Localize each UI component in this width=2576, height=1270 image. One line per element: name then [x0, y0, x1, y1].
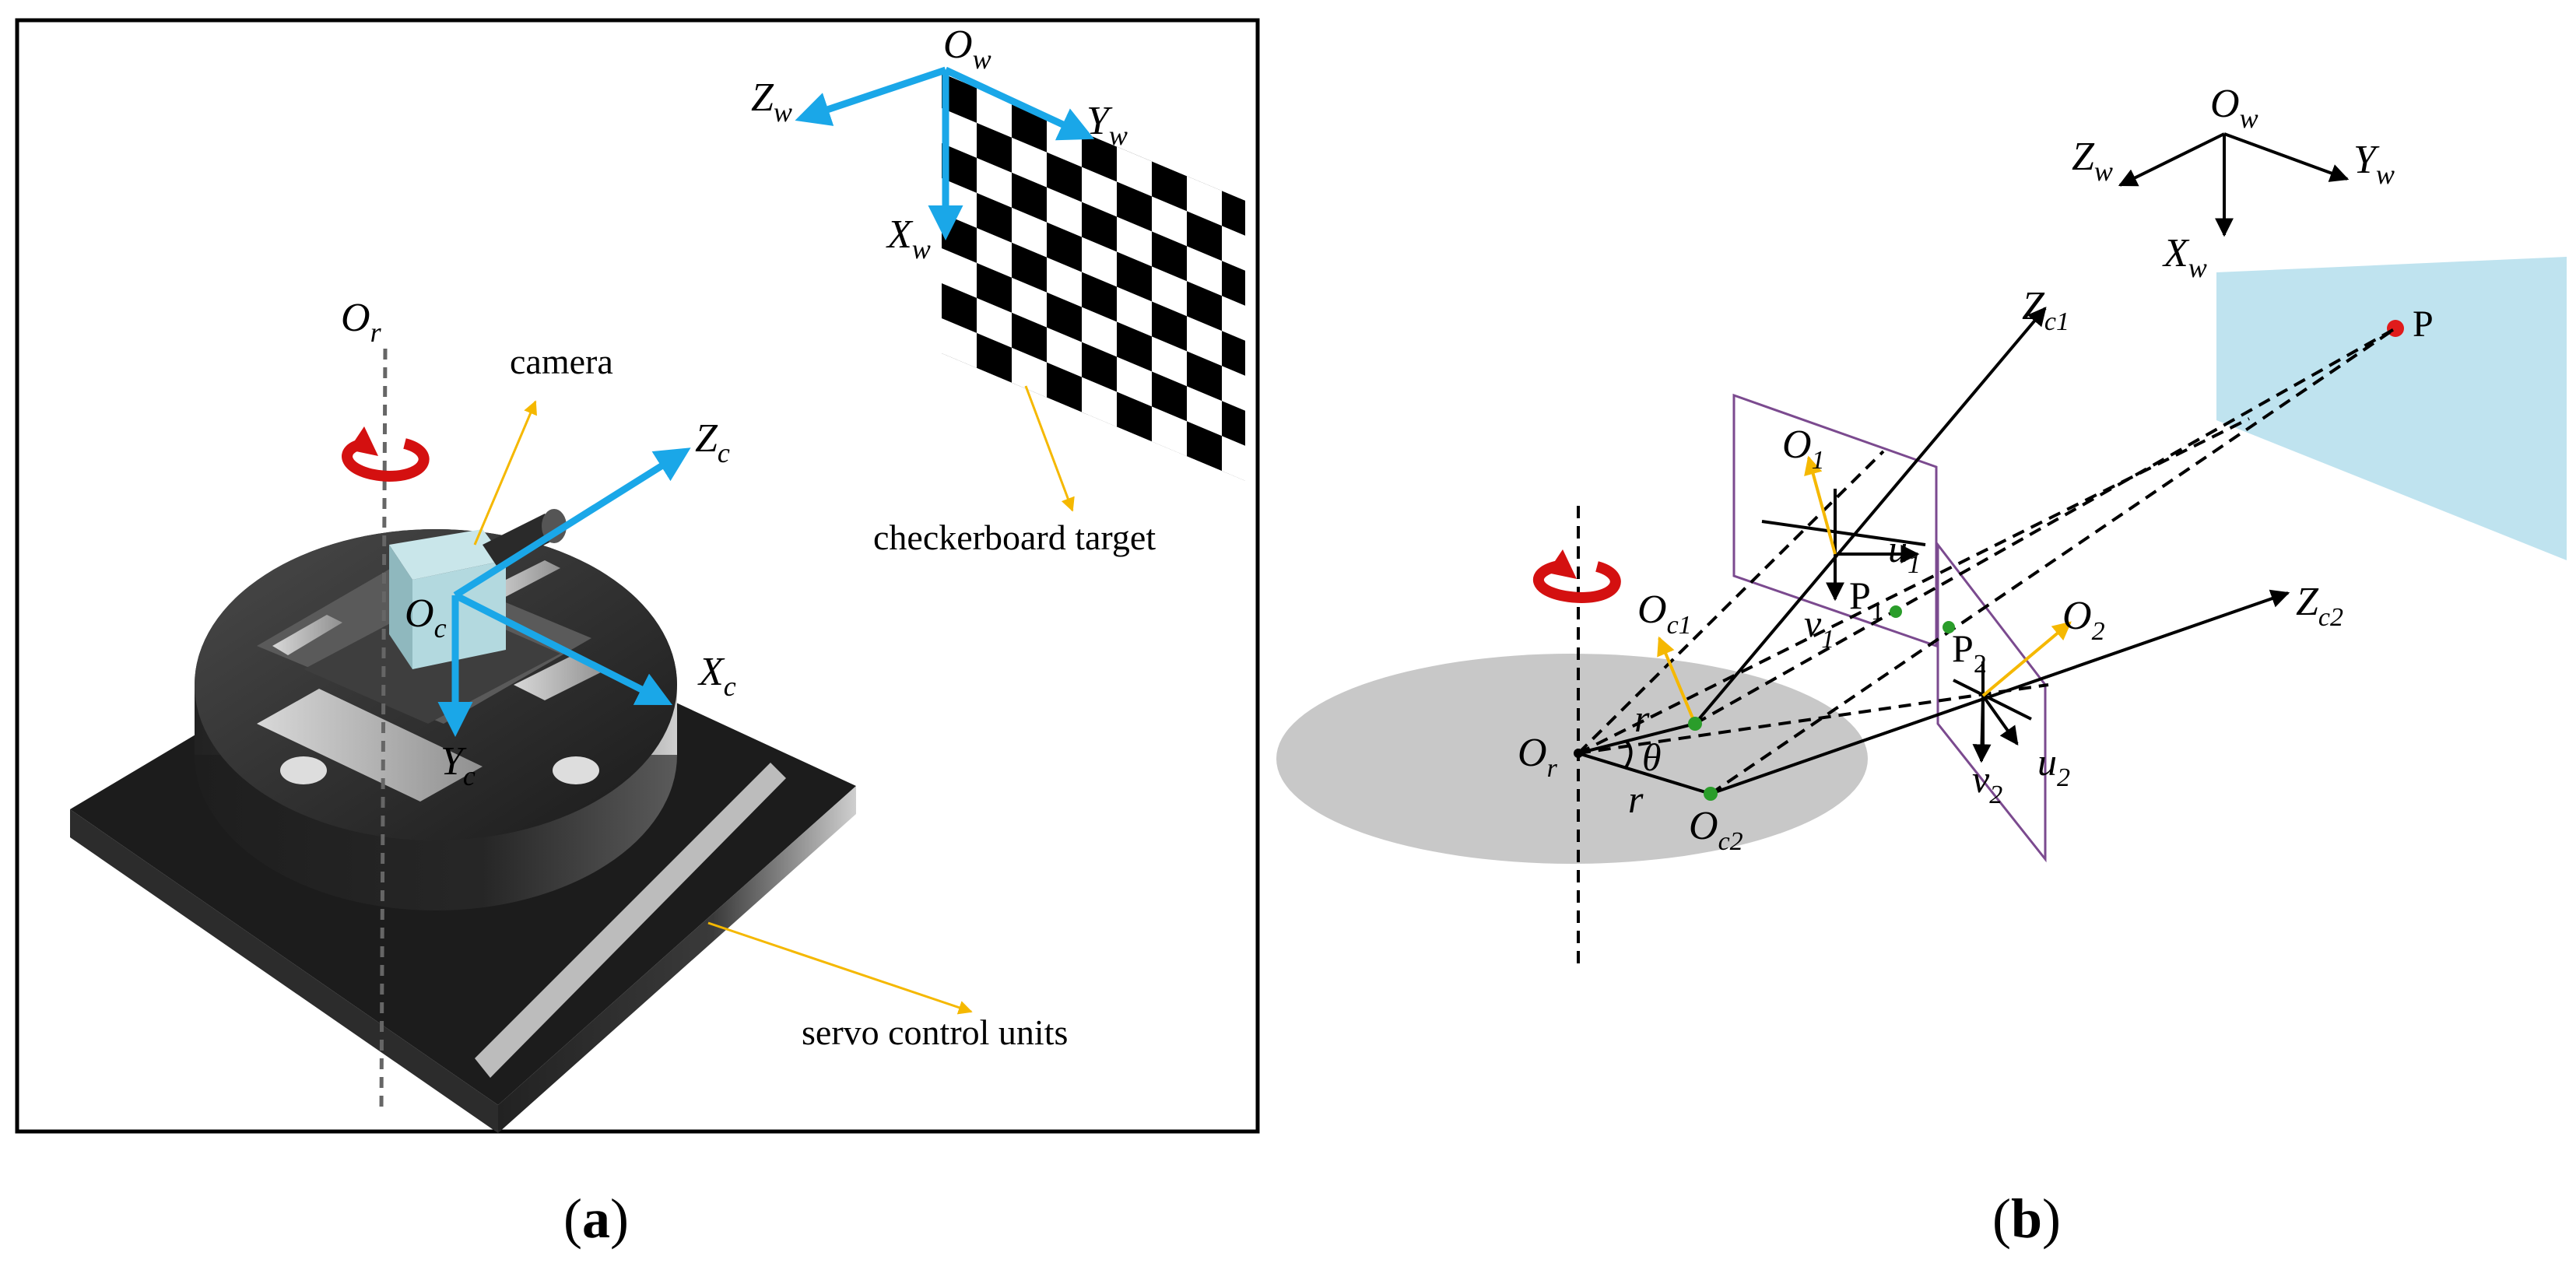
axis-yw-b	[2223, 132, 2350, 182]
label-p2: P2	[1952, 626, 1987, 679]
axis-zw-a	[795, 66, 947, 126]
camera-body	[389, 509, 567, 669]
label-ow-b: Ow	[2210, 82, 2258, 134]
rotation-axis-a	[379, 348, 388, 1112]
turntable-disk	[1276, 654, 1868, 864]
callout-leaders-a	[473, 385, 1075, 1015]
label-xc-a: Xc	[697, 650, 736, 702]
leader-servo	[707, 921, 973, 1015]
axis-zc2	[1710, 589, 2290, 795]
axis-zw-b	[2118, 132, 2225, 187]
leader-camera	[473, 400, 537, 546]
panel-b: Ow Zw Yw Xw P	[1276, 82, 2567, 1250]
axis-xc-a	[453, 591, 673, 706]
o1-arrow	[1804, 455, 1837, 555]
oc2-point	[1704, 787, 1718, 801]
label-v1: v1	[1804, 602, 1834, 654]
image-axes-2	[1953, 661, 2032, 763]
axis-zc-a	[453, 447, 691, 598]
caption-a: (a)	[563, 1188, 629, 1250]
label-oc2: Oc2	[1689, 804, 1743, 856]
label-r2: r	[1628, 777, 1644, 821]
label-u2: u2	[2037, 740, 2070, 792]
callout-servo: servo control units	[802, 1012, 1068, 1052]
label-or-b: Or	[1518, 731, 1558, 783]
label-oc1: Oc1	[1637, 588, 1692, 640]
oc1-point	[1688, 717, 1702, 731]
label-p: P	[2413, 303, 2434, 345]
world-axes-b	[2118, 132, 2350, 237]
label-yw-a: Yw	[1086, 99, 1128, 151]
label-xw-a: Xw	[886, 212, 931, 265]
checkerboard-target	[942, 73, 1245, 481]
label-or-a: Or	[341, 296, 382, 348]
angle-arc	[1623, 740, 1633, 770]
label-o2: O2	[2062, 594, 2105, 646]
or-point	[1574, 749, 1583, 758]
caption-b: (b)	[1992, 1188, 2061, 1250]
world-axes-a	[795, 66, 1095, 240]
rotation-arrow-a	[342, 438, 430, 482]
o2-arrow	[1981, 621, 2072, 697]
label-ow-a: Ow	[943, 23, 991, 75]
label-zc1: Zc1	[2022, 284, 2069, 336]
callout-camera: camera	[510, 342, 613, 381]
oc1-arrow	[1657, 636, 1697, 724]
label-zc-a: Zc	[695, 416, 730, 468]
image-plane-2	[1936, 541, 2047, 863]
label-v2: v2	[1972, 757, 2002, 809]
label-zc2: Zc2	[2296, 580, 2343, 632]
label-p1: P1	[1849, 574, 1884, 626]
radius-2	[1578, 752, 1711, 795]
label-yc-a: Yc	[440, 739, 476, 791]
point-p	[2387, 320, 2404, 337]
radii	[1578, 722, 1711, 795]
label-r1: r	[1634, 696, 1650, 740]
label-theta: θ	[1642, 735, 1662, 779]
label-xw-b: Xw	[2162, 231, 2207, 283]
image-axes-1	[1761, 489, 1926, 602]
label-oc-a: Oc	[405, 591, 447, 644]
image-plane-1	[1732, 393, 1938, 648]
optical-axes	[1693, 307, 2290, 795]
panel-a: Ow Zw Yw Xw	[15, 18, 1260, 1250]
leader-checkerboard	[1024, 385, 1075, 512]
callout-checkerboard: checkerboard target	[873, 517, 1156, 557]
world-plane	[2216, 257, 2567, 560]
radius-1	[1578, 722, 1696, 755]
projection-points	[1688, 605, 1955, 801]
p2-point	[1943, 621, 1955, 633]
axis-yw-a	[944, 66, 1095, 141]
label-u1: u1	[1888, 527, 1921, 579]
camera-axes-a	[437, 447, 691, 737]
p1-point	[1890, 605, 1902, 618]
axis-zc1	[1693, 307, 2047, 725]
rotation-arrow-b	[1532, 560, 1621, 604]
label-zw-b: Zw	[2072, 135, 2113, 187]
projection-lines	[1577, 327, 2397, 795]
label-o1: O1	[1782, 423, 1825, 475]
label-zw-a: Zw	[751, 75, 792, 128]
label-yw-b: Yw	[2353, 138, 2395, 190]
